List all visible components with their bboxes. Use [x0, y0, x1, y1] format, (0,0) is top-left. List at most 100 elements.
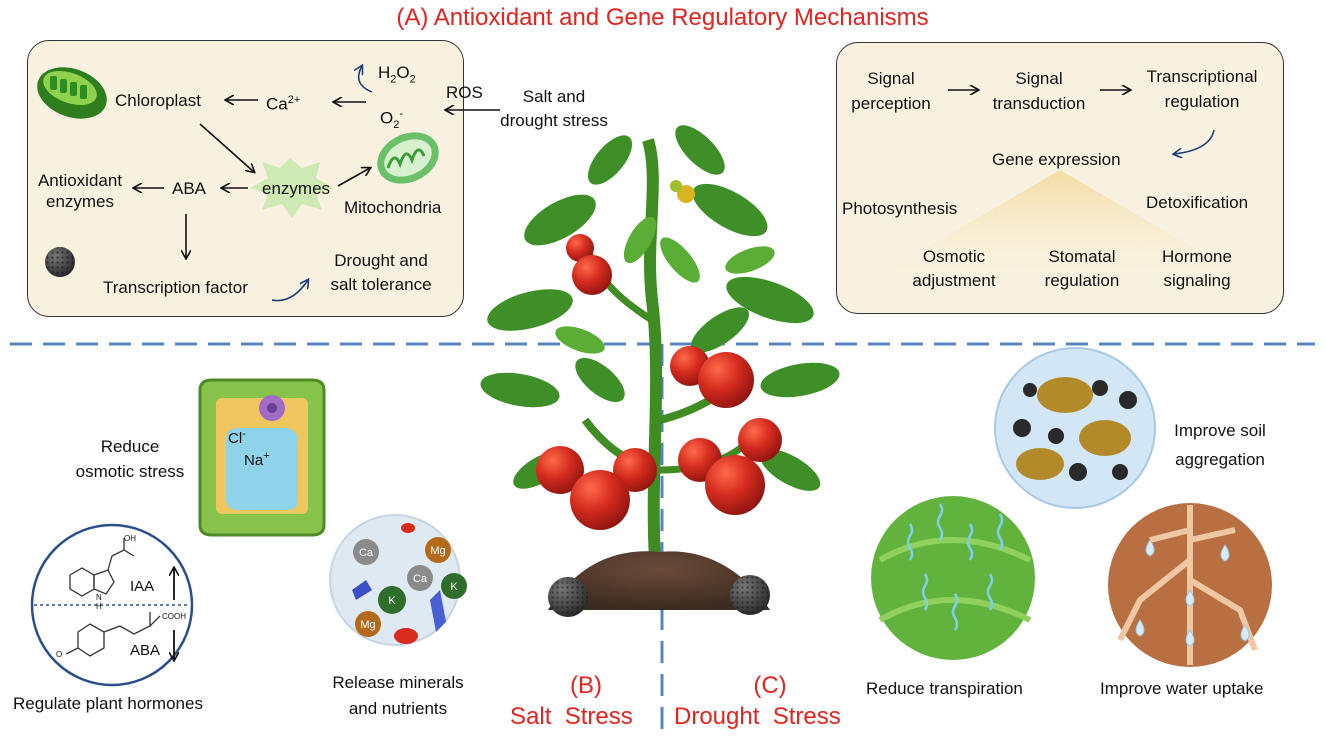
stress-line2: drought stress	[500, 111, 608, 130]
release-minerals-label: Release minerals and nutrients	[318, 672, 478, 719]
mineral-label: Ca	[359, 547, 374, 559]
cooh-label: COOH	[162, 612, 186, 621]
figure-title: (A) Antioxidant and Gene Regulatory Mech…	[396, 4, 929, 31]
signal-transduction-line2: transduction	[992, 94, 1086, 113]
hormone-line2: signaling	[1163, 271, 1231, 290]
improve-water-label: Improve water uptake	[1100, 679, 1264, 698]
improve-soil-line2: aggregation	[1175, 450, 1265, 469]
stress-source-label: Salt and drought stress	[494, 86, 614, 131]
salt-stress-label: Salt Stress	[510, 703, 633, 730]
h2o2-o: O	[396, 63, 410, 82]
transcription-factor-label: Transcription factor	[103, 278, 248, 297]
transcriptional-regulation-label: Transcriptional regulation	[1132, 66, 1272, 112]
soil-mound	[548, 551, 770, 610]
antioxidant-line2: enzymes	[45, 192, 115, 211]
h-atom: H	[96, 602, 102, 611]
hydrogen-peroxide-label: H2O2	[378, 62, 416, 90]
aba-label: ABA	[172, 179, 207, 198]
tolerance-line1: Drought and	[334, 251, 428, 270]
gene-expression-fan	[850, 170, 1270, 292]
reduce-osmotic-line2: osmotic stress	[75, 462, 185, 481]
mineral-ball	[353, 539, 379, 565]
signal-perception-line2: perception	[851, 94, 931, 113]
mineral-label: K	[388, 595, 396, 607]
h2o2-sub1: 2	[390, 73, 397, 86]
signal-perception-line1: Signal	[867, 69, 915, 88]
antioxidant-line1: Antioxidant	[37, 171, 123, 190]
chloride-charge: -	[242, 428, 246, 440]
detoxification-label: Detoxification	[1146, 193, 1249, 212]
plant-cell-icon	[198, 378, 326, 537]
chloroplast-label: Chloroplast	[115, 91, 201, 110]
o2-base: O	[380, 108, 394, 128]
release-line2: and nutrients	[348, 699, 448, 718]
osmotic-line2: adjustment	[912, 271, 996, 290]
transpiration-circle	[871, 496, 1035, 660]
panel-b-letter: (B)	[570, 672, 602, 699]
tomatoes	[536, 180, 782, 530]
tomato-plant	[480, 125, 840, 617]
hormone-line1: Hormone	[1162, 247, 1232, 266]
o2-sub: 2	[393, 119, 400, 132]
osmotic-line1: Osmotic	[922, 247, 986, 266]
hormone-circle	[30, 523, 194, 687]
signal-transduction-label: Signal transduction	[980, 68, 1098, 114]
sodium-charge: +	[263, 450, 270, 462]
chloroplast-icon	[37, 67, 107, 119]
signal-transduction-line1: Signal	[1015, 69, 1063, 88]
reduce-osmotic-label: Reduce osmotic stress	[60, 436, 200, 482]
osmotic-adjustment-label: Osmotic adjustment	[896, 246, 1012, 291]
ros-label: ROS	[446, 83, 483, 102]
transcriptional-line1: Transcriptional	[1146, 67, 1258, 86]
stress-line1: Salt and	[522, 87, 586, 106]
mineral-label: Ca	[413, 573, 428, 585]
release-line1: Release minerals	[332, 673, 464, 692]
panel-c-letter: (C)	[753, 672, 787, 699]
improve-soil-label: Improve soil aggregation	[1160, 420, 1280, 470]
stomatal-regulation-label: Stomatal regulation	[1024, 246, 1140, 291]
sodium-base: Na	[244, 452, 264, 469]
superoxide-label: O2-	[380, 104, 403, 136]
improve-soil-line1: Improve soil	[1174, 421, 1266, 440]
n-atom: N	[96, 593, 102, 602]
ketone-o-label: O	[56, 650, 63, 659]
stomatal-line2: regulation	[1044, 271, 1120, 290]
mineral-label: Mg	[430, 545, 445, 557]
calcium-label: Ca2+	[266, 90, 300, 115]
reduce-transpiration-label: Reduce transpiration	[866, 679, 1023, 698]
calcium-charge: 2+	[287, 94, 301, 106]
enzymes-label: enzymes	[262, 179, 331, 198]
mineral-ball	[441, 573, 467, 599]
mineral-ball	[407, 565, 433, 591]
aba-hormone-label: ABA	[130, 642, 161, 659]
mitochondria-label: Mitochondria	[344, 198, 442, 217]
o2-sup: -	[399, 108, 404, 120]
chloride-label: Cl-	[228, 424, 246, 449]
enzymes-burst	[250, 158, 334, 218]
iaa-label: IAA	[130, 578, 155, 595]
drought-stress-label: Drought Stress	[674, 703, 841, 730]
chloride-base: Cl	[228, 430, 243, 447]
signal-perception-label: Signal perception	[836, 68, 946, 114]
reduce-osmotic-line1: Reduce	[100, 437, 160, 456]
mineral-ball	[378, 586, 406, 614]
soil-aggregation-circle	[994, 347, 1156, 509]
mineral-label: K	[450, 581, 458, 593]
regulate-hormones-label: Regulate plant hormones	[13, 694, 203, 713]
oh-label: OH	[124, 534, 136, 543]
h2o2-h: H	[378, 63, 391, 82]
gene-expression-label: Gene expression	[992, 150, 1121, 169]
mitochondria-icon	[377, 132, 439, 184]
photosynthesis-label: Photosynthesis	[842, 199, 958, 218]
calcium-base: Ca	[266, 94, 288, 114]
tolerance-label: Drought and salt tolerance	[316, 250, 446, 295]
mineral-label: Mg	[360, 619, 375, 631]
antioxidant-enzymes-label: Antioxidant enzymes	[32, 170, 128, 212]
tolerance-line2: salt tolerance	[330, 275, 432, 294]
mineral-ball	[355, 611, 381, 637]
hormone-signaling-label: Hormone signaling	[1142, 246, 1252, 291]
